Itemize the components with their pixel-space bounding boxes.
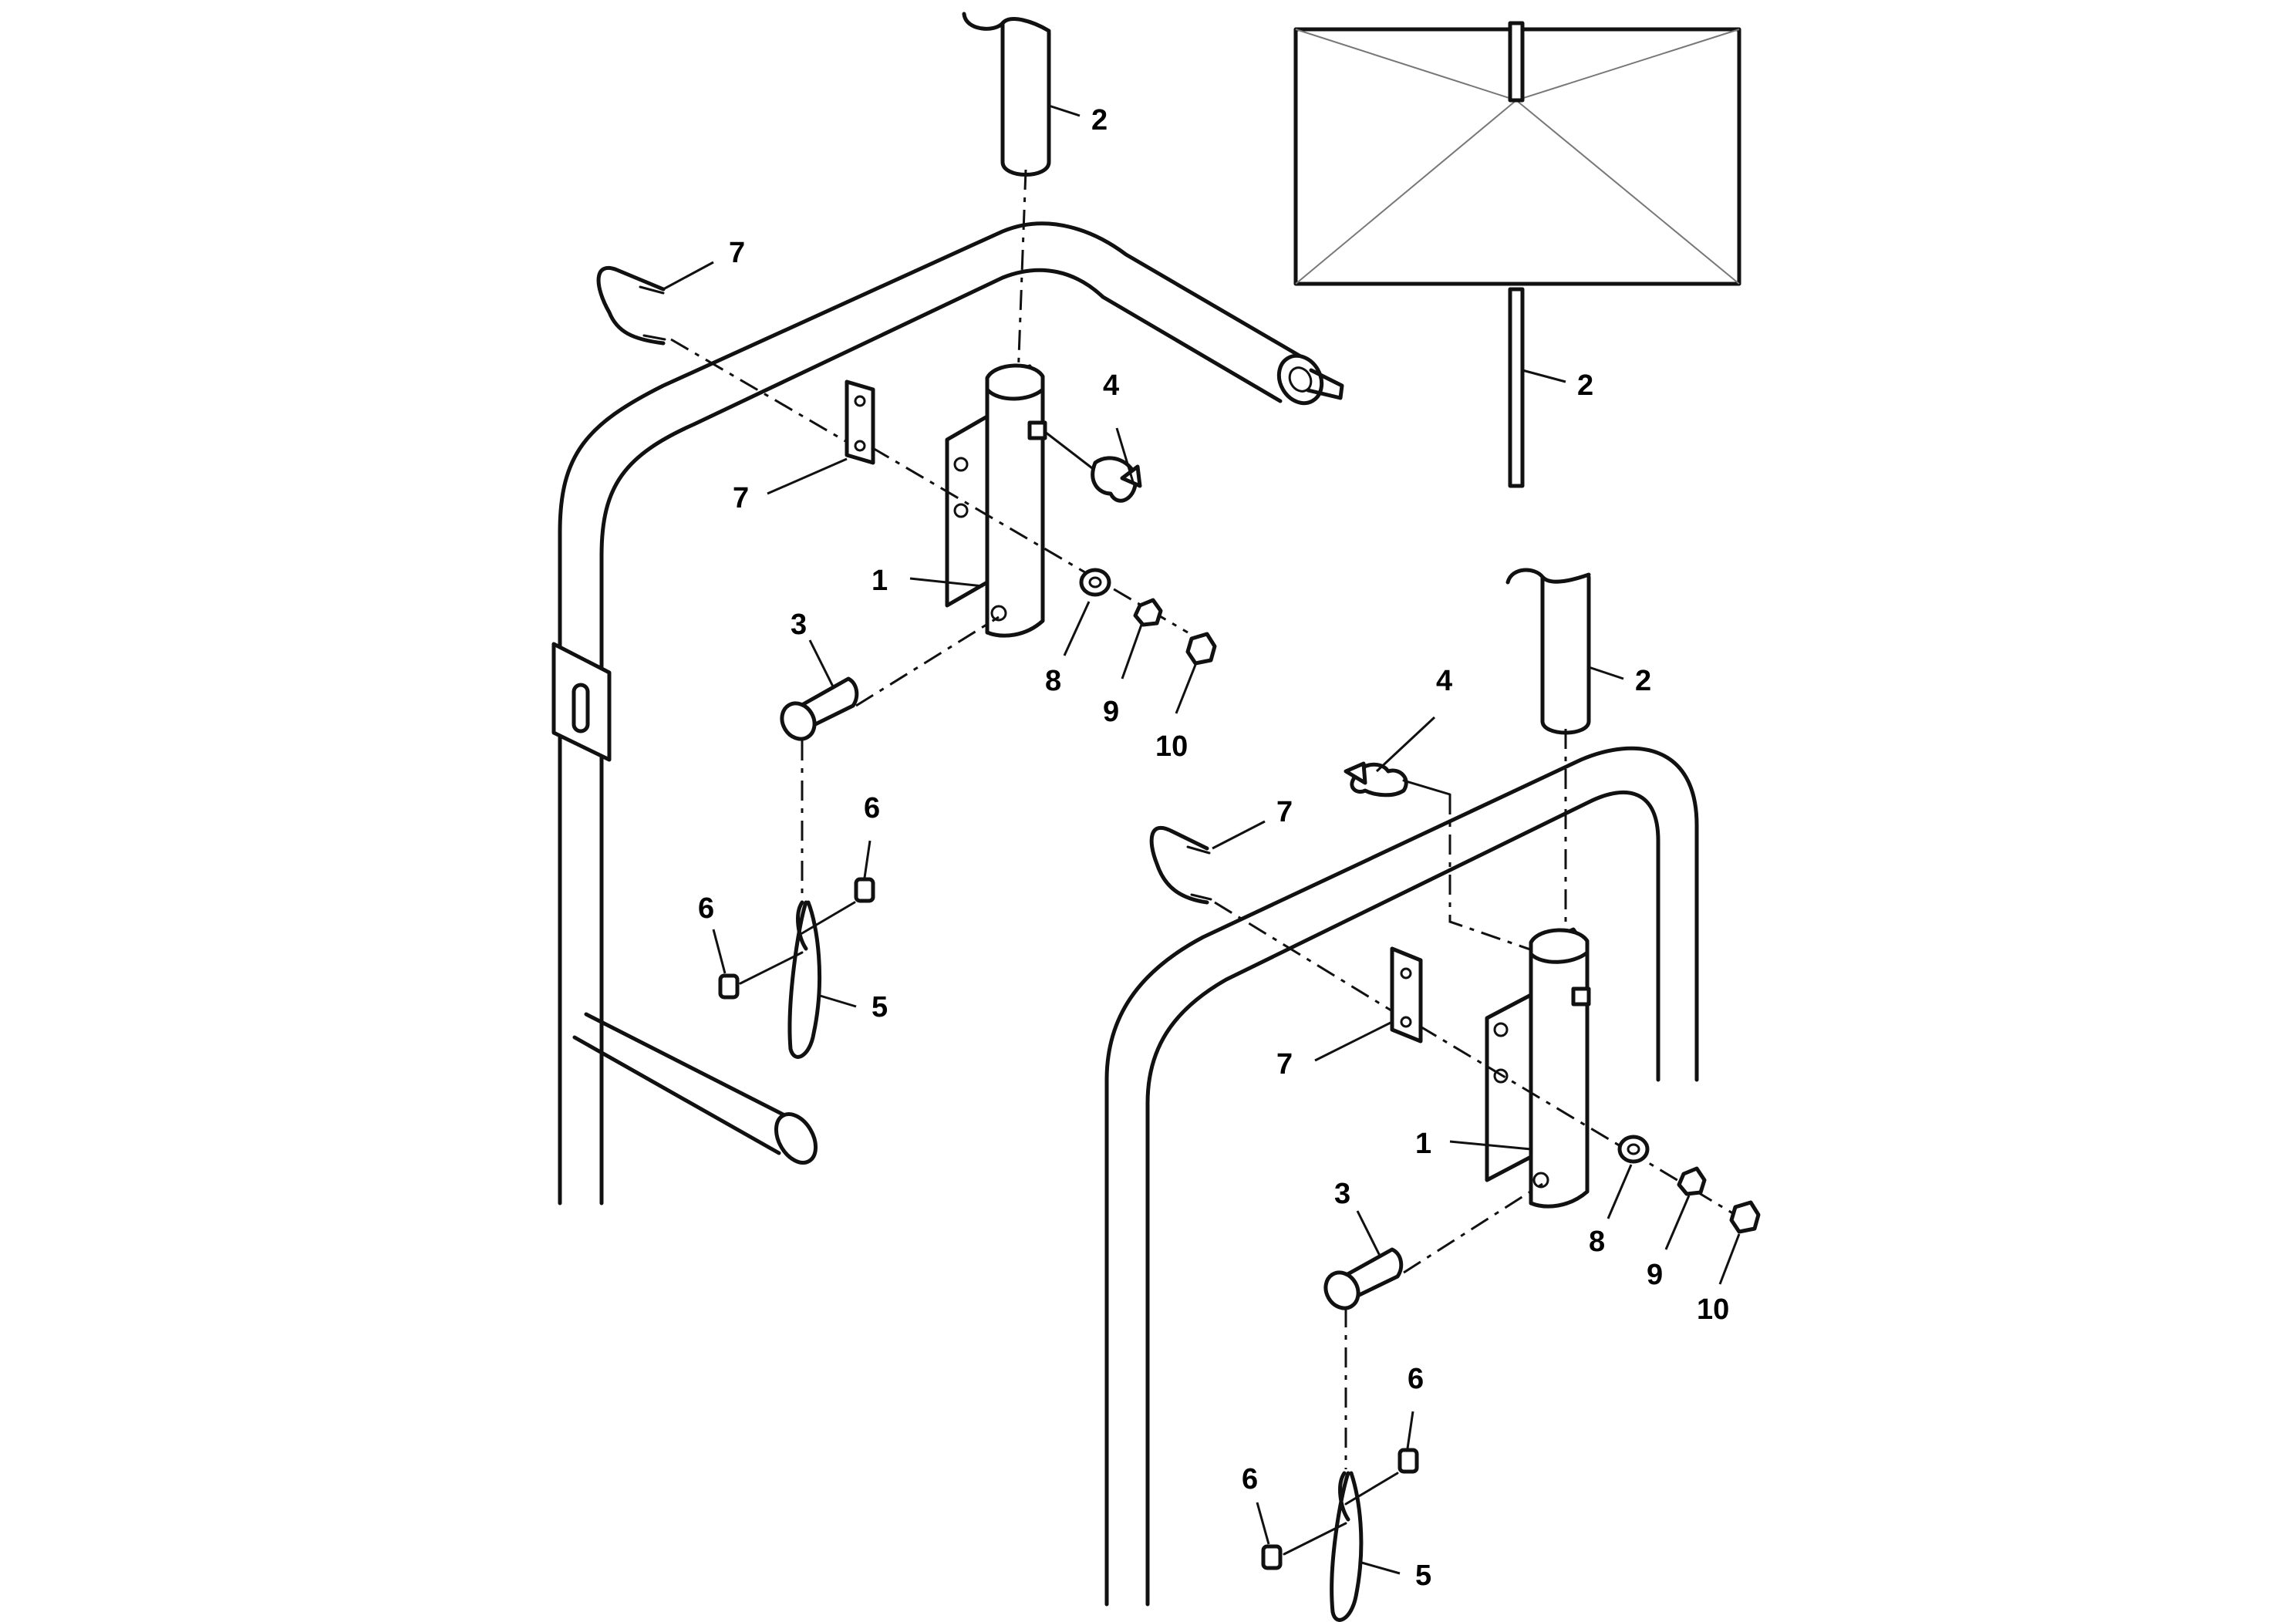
left-assembly: [551, 12, 1344, 1206]
left-ferrule-upper: [854, 877, 875, 903]
right-pin: [1323, 1247, 1404, 1310]
right-tube-frame: [1104, 746, 1699, 1607]
right-ferrule-lower: [1261, 1544, 1283, 1570]
leader-lines: [663, 104, 1741, 1575]
callout-left-1: 1: [872, 565, 888, 597]
right-socket-tube: [1485, 927, 1591, 1209]
left-pin: [780, 676, 859, 741]
right-wing-screw: [1344, 761, 1451, 798]
callout-left-8: 8: [1045, 665, 1061, 697]
callout-left-7-plate: 7: [733, 482, 749, 514]
callout-left-6-upper: 6: [864, 792, 880, 824]
callout-right-5: 5: [1415, 1560, 1431, 1592]
callout-left-2: 2: [1091, 104, 1108, 137]
callout-left-10: 10: [1155, 730, 1188, 763]
right-washer: [1617, 1135, 1650, 1164]
callout-left-6-lower: 6: [698, 892, 714, 925]
callout-labels: 2 7 7 4 1 3 8 9 10 6 6 5 2 2 4 7 7 1 3 8…: [698, 104, 1729, 1592]
left-ferrule-lower: [718, 973, 740, 1000]
left-u-hook: [596, 266, 666, 346]
callout-inset-2: 2: [1577, 369, 1593, 402]
callout-left-9: 9: [1103, 696, 1119, 728]
callout-right-2: 2: [1635, 665, 1651, 697]
callout-right-7-plate: 7: [1276, 1048, 1293, 1081]
callout-right-4: 4: [1436, 665, 1452, 697]
left-washer: [1079, 568, 1111, 597]
callout-left-7-hook: 7: [729, 237, 745, 269]
callout-left-4: 4: [1103, 369, 1119, 402]
callout-right-7-hook: 7: [1276, 796, 1293, 828]
inset-flag: [1293, 21, 1741, 488]
left-flag-pole: [962, 12, 1051, 177]
callout-left-3: 3: [791, 609, 807, 641]
callout-right-6-lower: 6: [1242, 1463, 1258, 1496]
right-ferrule-upper: [1397, 1448, 1419, 1474]
callout-right-9: 9: [1647, 1259, 1663, 1291]
callout-right-6-upper: 6: [1408, 1363, 1424, 1395]
left-wing-screw: [1043, 430, 1142, 503]
left-tube-frame: [551, 221, 1344, 1206]
left-plate: [845, 379, 875, 465]
right-plate: [1390, 946, 1423, 1044]
callout-right-8: 8: [1589, 1226, 1605, 1258]
callout-right-10: 10: [1697, 1293, 1729, 1326]
right-flag-pole: [1505, 568, 1591, 735]
right-nut: [1729, 1200, 1761, 1234]
right-spring-clip: [1330, 1471, 1364, 1622]
right-lock-washer: [1677, 1166, 1707, 1196]
callout-right-3: 3: [1334, 1178, 1350, 1210]
right-assembly: [1104, 568, 1761, 1622]
left-socket-tube: [945, 363, 1047, 638]
left-nut: [1185, 632, 1217, 666]
callout-left-5: 5: [872, 991, 888, 1023]
callout-right-1: 1: [1415, 1128, 1431, 1160]
left-lock-washer: [1133, 598, 1163, 627]
right-u-hook: [1149, 825, 1212, 905]
